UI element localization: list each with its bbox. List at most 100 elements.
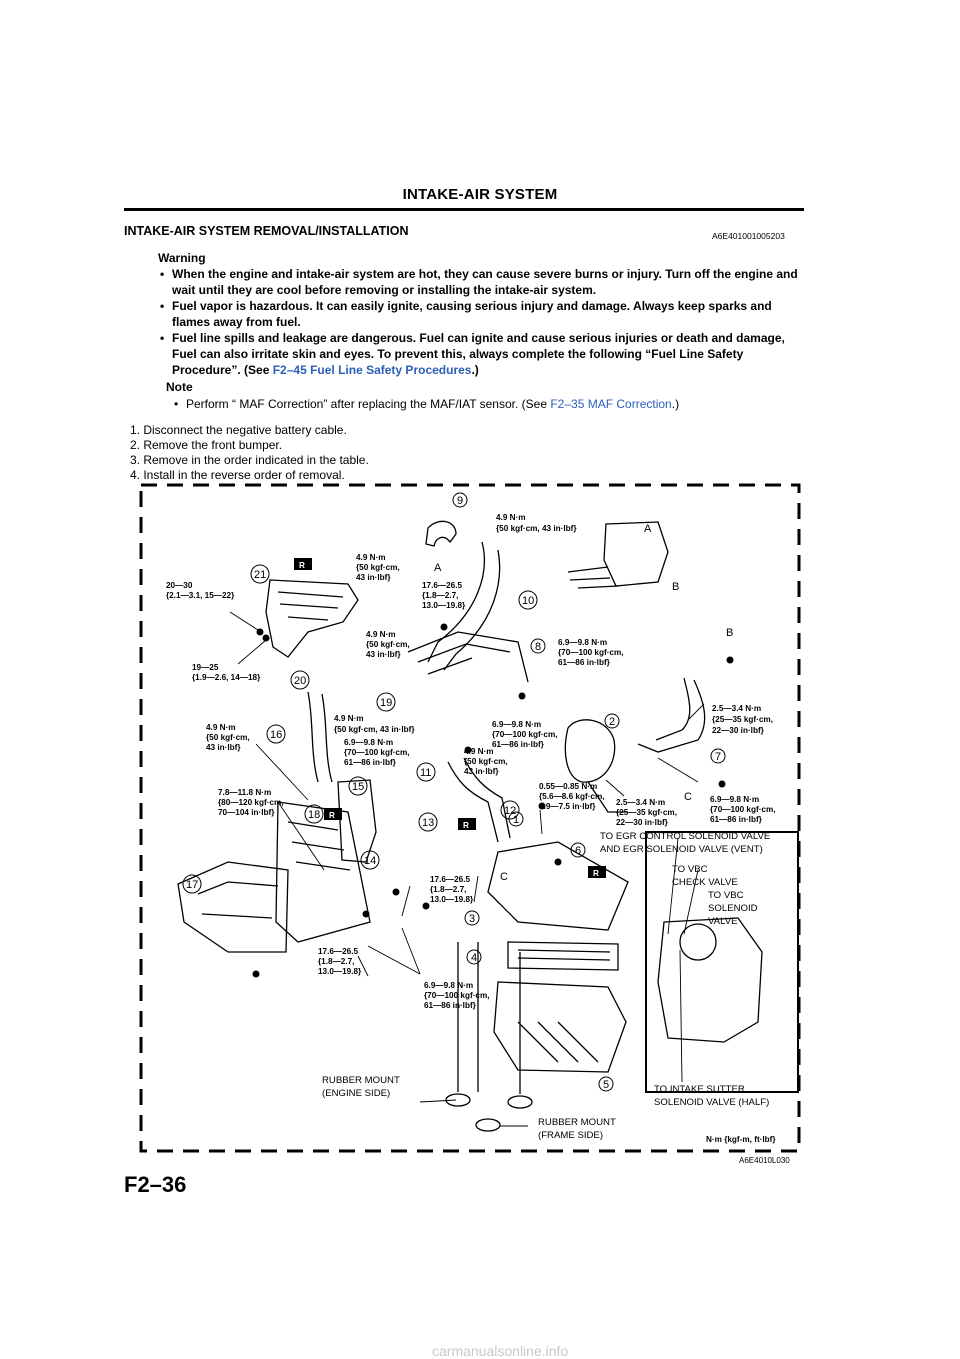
header-rule [124,208,804,211]
torque-label: 4.9 N·m{50 kgf·cm,43 in·lbf} [464,747,508,776]
replace-mark-label: R [329,811,335,820]
torque-label: 19—25{1.9—2.6, 14—18} [192,663,261,682]
torque-labels: 20—30{2.1—3.1, 15—22} 19—25{1.9—2.6, 14—… [166,513,776,1010]
figure-code: A6E4010L030 [739,1156,790,1165]
part-number-13: 13 [418,812,438,832]
svg-text:20: 20 [294,675,306,687]
part-number-8: 8 [530,638,546,654]
part-number-7: 7 [710,748,726,764]
svg-text:6: 6 [575,845,581,857]
part-number-20: 20 [290,670,310,690]
letter-a: A [644,523,652,535]
torque-label: 17.6—26.5{1.8—2.7,13.0—19.8} [430,875,474,904]
bolts [252,623,734,978]
inset-housing-drawing [657,917,763,1043]
torque-label: 6.9—9.8 N·m{70—100 kgf·cm,61—86 in·lbf} [558,638,624,667]
part-number-12: 12 [500,800,520,820]
replace-mark-label: R [593,869,599,878]
warning-list: When the engine and intake-air system ar… [160,266,808,378]
throttle-body-drawing [603,521,669,587]
torque-label: 17.6—26.5{1.8—2.7,13.0—19.8} [318,947,362,976]
svg-text:8: 8 [535,641,541,653]
part-number-5: 5 [598,1076,614,1092]
air-cleaner-cover-drawing [487,841,629,931]
warning-item: Fuel vapor is hazardous. It can easily i… [160,298,808,330]
note-label: Note [166,380,193,394]
svg-text:16: 16 [270,729,282,741]
part-number-3: 3 [464,910,480,926]
replace-mark-r [458,818,476,830]
watermark: carmanualsonline.info [432,1343,569,1359]
torque-label: 4.9 N·m{50 kgf·cm,43 in·lbf} [206,723,250,752]
svg-text:10: 10 [522,595,534,607]
connection-letters: A A B B C C [434,523,733,883]
svg-text:5: 5 [603,1079,609,1091]
torque-label: 7.8—11.8 N·m{80—120 kgf·cm,70—104 in·lbf… [218,788,284,817]
part-number-18: 18 [304,804,324,824]
replace-mark-label: R [299,561,305,570]
letter-c: C [684,791,692,803]
torque-label: 20—30{2.1—3.1, 15—22} [166,581,235,600]
rubber-mount-drawing [507,1095,533,1109]
letter-b: B [726,627,733,639]
letter-b: B [672,581,679,593]
part-number-9: 9 [452,492,468,508]
svg-text:19: 19 [380,697,392,709]
part-number-11: 11 [416,762,436,782]
section-code: A6E401001005203 [712,231,785,241]
torque-label: 2.5—3.4 N·m{25—35 kgf·cm,22—30 in·lbf} [616,798,677,827]
svg-text:11: 11 [420,767,431,779]
rubber-mount-frame-callout: RUBBER MOUNT(FRAME SIDE) [538,1117,616,1141]
step-item: 1. Disconnect the negative battery cable… [130,423,347,437]
page-number: F2–36 [124,1172,187,1197]
svg-text:7: 7 [715,751,721,763]
torque-label: 6.9—9.8 N·m{70—100 kgf·cm,61—86 in·lbf} [424,981,490,1010]
part-number-19: 19 [376,692,396,712]
svg-text:2: 2 [609,716,615,728]
torque-label: 6.9—9.8 N·m{70—100 kgf·cm,61—86 in·lbf} [344,738,410,767]
letter-a: A [434,562,442,574]
torque-label: 0.55—0.85 N·m{5.6—8.6 kgf·cm,4.9—7.5 in·… [539,782,605,811]
fuel-line-safety-link[interactable]: F2–45 Fuel Line Safety Procedures [272,363,472,377]
replace-mark-r [324,808,342,820]
replace-mark-r [588,866,606,878]
procedure-steps: 1. Disconnect the negative battery cable… [130,423,369,483]
svg-text:18: 18 [308,809,320,821]
leader-lines [229,611,705,1127]
torque-label: 4.9 N·m{50 kgf·cm,43 in·lbf} [356,553,400,582]
svg-text:3: 3 [469,913,475,925]
replace-mark-label: R [463,821,469,830]
svg-text:15: 15 [352,781,364,793]
units-note: N·m {kgf-m, ft·lbf} [706,1135,776,1144]
rubber-mount-drawing [445,1093,471,1107]
maf-correction-link[interactable]: F2–35 MAF Correction [550,397,672,411]
part-number-21: 21 [250,564,270,584]
svg-text:9: 9 [457,495,463,507]
svg-text:4: 4 [471,952,477,964]
letter-c: C [500,871,508,883]
duct-2-drawing [564,719,616,783]
svg-text:14: 14 [364,855,376,867]
step-item: 2. Remove the front bumper. [130,438,283,452]
warning-item: When the engine and intake-air system ar… [160,266,808,298]
rubber-mount-engine-callout: RUBBER MOUNT(ENGINE SIDE) [322,1075,400,1099]
part-number-2: 2 [604,713,620,729]
part-number-15: 15 [348,776,368,796]
replace-mark-r [294,558,312,570]
part-number-17: 17 [182,874,202,894]
part-number-6: 6 [570,842,586,858]
svg-text:1: 1 [513,814,519,826]
torque-label: 6.9—9.8 N·m{70—100 kgf·cm,61—86 in·lbf} [710,795,776,824]
part-number-14: 14 [360,850,380,870]
intake-manifold-drawing [265,579,359,658]
torque-label: 4.9 N·m{50 kgf·cm, 43 in·lbf} [334,714,415,734]
warning-label: Warning [158,251,206,265]
section-title: INTAKE-AIR SYSTEM REMOVAL/INSTALLATION [124,224,409,238]
elbow-drawing [425,520,457,547]
part-number-4: 4 [466,949,482,965]
